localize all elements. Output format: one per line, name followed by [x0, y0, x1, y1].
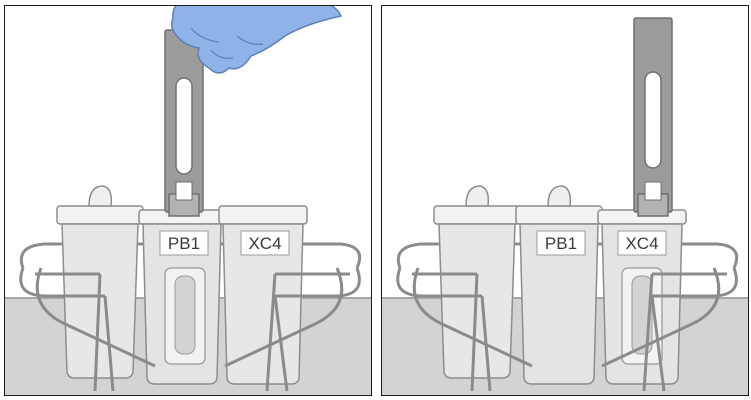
container-3-label: XC4 [625, 234, 658, 253]
container-2-label: PB1 [545, 234, 577, 253]
test-strip-card [165, 30, 203, 216]
panel-right-illustration: PB1 XC4 [381, 5, 749, 396]
container-2: PB1 [139, 210, 225, 384]
panel-left-illustration: PB1 XC4 [4, 5, 372, 396]
container-2: PB1 [516, 186, 602, 384]
test-strip-card-icon [634, 18, 672, 216]
container-2-label: PB1 [168, 234, 200, 253]
panel-left-scene: PB1 XC4 [5, 6, 372, 396]
container-3-label: XC4 [248, 234, 281, 253]
panel-right-scene: PB1 XC4 [382, 6, 749, 396]
